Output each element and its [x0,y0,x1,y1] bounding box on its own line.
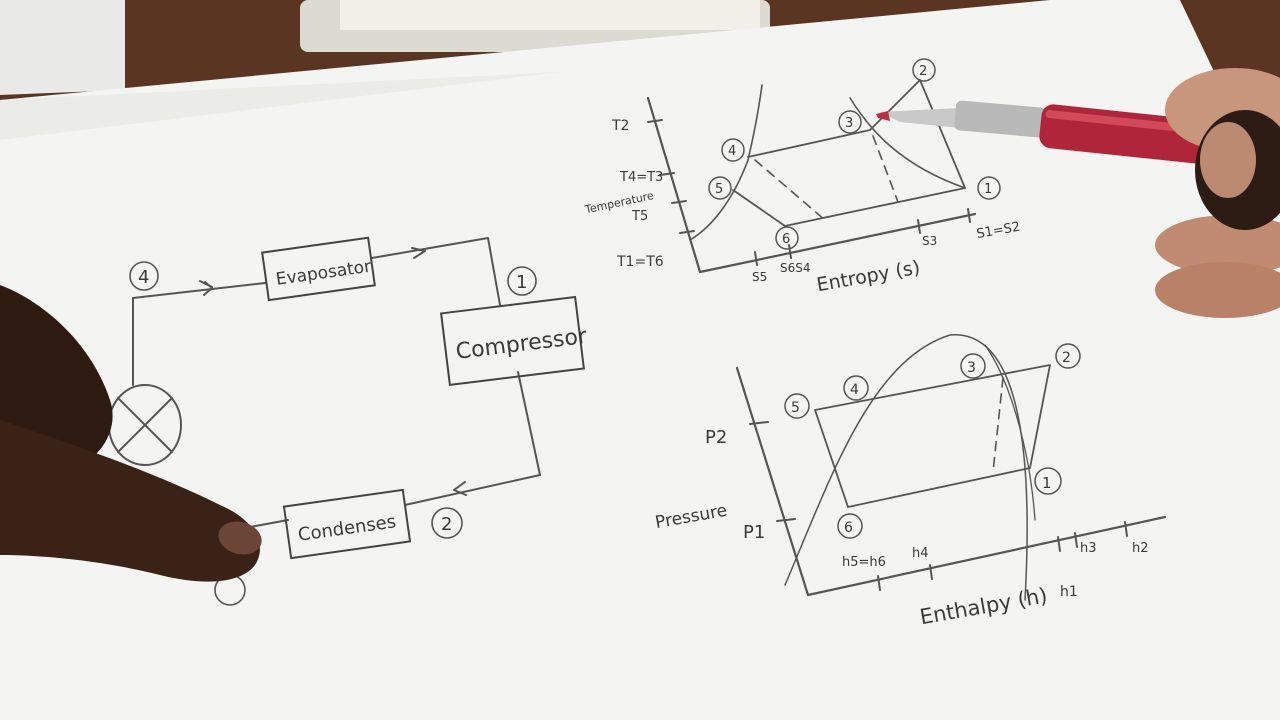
condenser-box [282,488,412,560]
ts-point-2: 2 [919,64,927,79]
ts-tick-t2: T2 [611,118,629,134]
ph-tick-h1: h1 [1060,584,1078,600]
ph-tick-h2: h2 [1132,541,1149,556]
ph-tick-h4: h4 [912,546,929,561]
ts-tick-t5: T5 [631,209,648,224]
notebook-pages [340,0,760,30]
ts-tick-s6s4: S6S4 [780,261,811,275]
ph-tick-p2: P2 [705,427,727,448]
back-paper-left [0,0,125,95]
ts-point-6: 6 [782,232,790,247]
ts-tick-t4-t3: T4=T3 [619,170,663,185]
ts-point-5: 5 [715,182,723,197]
ts-tick-s5: S5 [752,270,767,284]
ph-point-4: 4 [850,382,859,398]
hand-icon [1155,68,1280,318]
ph-point-3: 3 [967,360,976,376]
ts-tick-t1-t6: T1=T6 [616,254,664,270]
ph-point-1: 1 [1042,474,1052,492]
ts-point-3: 3 [845,116,853,131]
finger-icon [0,285,262,582]
ph-point-2: 2 [1062,350,1071,366]
ph-tick-h3: h3 [1080,541,1097,556]
ph-point-6: 6 [844,520,853,536]
cycle-point-2: 2 [441,514,452,535]
cycle-point-1: 1 [516,272,527,293]
paper-shadow-edge [0,72,560,140]
ts-tick-s3: S3 [922,234,937,248]
ts-point-1: 1 [984,182,992,197]
ph-point-5: 5 [791,400,800,416]
ph-tick-h5h6: h5=h6 [842,555,886,570]
evaporator-box [261,236,376,302]
ts-point-4: 4 [728,144,736,159]
compressor-box [439,295,585,387]
ph-tick-p1: P1 [743,522,765,543]
cycle-point-4: 4 [138,267,149,288]
